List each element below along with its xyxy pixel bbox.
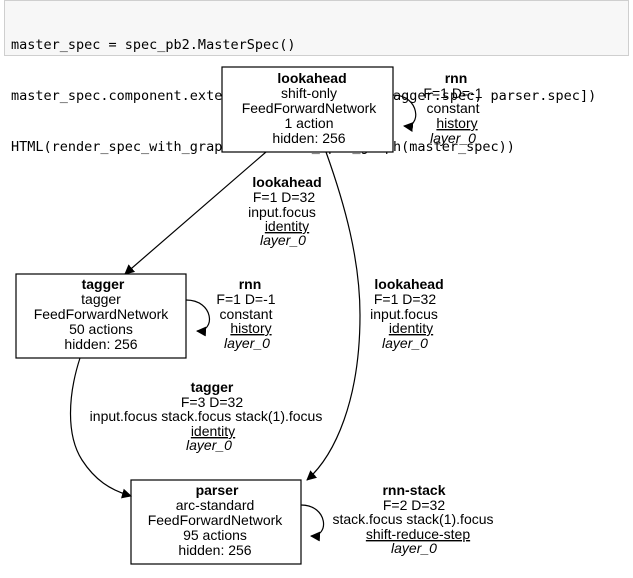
node-lookahead-line-1: shift-only bbox=[281, 85, 337, 101]
edge-label-fn: identity bbox=[265, 218, 309, 234]
edge-label-fn: identity bbox=[191, 423, 235, 439]
code-line-1: master_spec = spec_pb2.MasterSpec() bbox=[11, 37, 296, 53]
edge-label-tagger-rnn: rnn F=1 D=-1 constant history layer_0 bbox=[216, 276, 275, 351]
edge-label-dims: F=3 D=32 bbox=[181, 394, 243, 410]
edge-label-title: rnn-stack bbox=[382, 482, 445, 498]
node-tagger-title: tagger bbox=[82, 276, 125, 292]
edge-label-fn: history bbox=[230, 320, 271, 336]
node-lookahead: lookahead shift-only FeedForwardNetwork … bbox=[221, 66, 394, 153]
edge-label-dims: F=1 D=32 bbox=[374, 291, 436, 307]
edge-label-fn: shift-reduce-step bbox=[366, 526, 470, 542]
edge-label-title: lookahead bbox=[252, 174, 321, 190]
node-parser-line-4: hidden: 256 bbox=[178, 542, 251, 558]
edge-lookahead-to-parser bbox=[306, 151, 361, 481]
edge-parser-rnn-stack-loop bbox=[300, 504, 325, 542]
node-tagger: tagger tagger FeedForwardNetwork 50 acti… bbox=[15, 273, 187, 359]
edge-label-layer: layer_0 bbox=[391, 540, 437, 556]
edge-label-layer: layer_0 bbox=[260, 232, 306, 248]
edge-label-lookahead-to-parser: lookahead F=1 D=32 input.focus identity … bbox=[370, 276, 443, 351]
node-parser: parser arc-standard FeedForwardNetwork 9… bbox=[130, 479, 302, 565]
edge-label-parser-rnn-stack: rnn-stack F=2 D=32 stack.focus stack(1).… bbox=[332, 482, 493, 556]
edge-lookahead-to-tagger bbox=[124, 151, 267, 275]
node-tagger-line-3: 50 actions bbox=[69, 321, 133, 337]
edge-label-features: input.focus bbox=[248, 204, 316, 220]
edge-label-layer: layer_0 bbox=[186, 437, 232, 453]
edge-label-features: input.focus bbox=[370, 306, 438, 322]
edge-label-features: constant bbox=[427, 100, 480, 116]
edge-label-tagger-to-parser: tagger F=3 D=32 input.focus stack.focus … bbox=[90, 379, 323, 453]
node-lookahead-line-2: FeedForwardNetwork bbox=[242, 100, 378, 116]
edge-label-layer: layer_0 bbox=[382, 335, 428, 351]
edge-label-features: stack.focus stack(1).focus bbox=[332, 511, 493, 527]
node-tagger-line-1: tagger bbox=[81, 291, 121, 307]
edge-label-title: rnn bbox=[239, 276, 262, 292]
edge-label-dims: F=2 D=32 bbox=[383, 497, 445, 513]
node-tagger-box bbox=[15, 273, 187, 359]
edge-label-features: constant bbox=[220, 306, 273, 322]
edge-label-title: lookahead bbox=[374, 276, 443, 292]
edge-label-lookahead-to-tagger: lookahead F=1 D=32 input.focus identity … bbox=[248, 174, 321, 248]
node-parser-line-2: FeedForwardNetwork bbox=[148, 512, 284, 528]
node-parser-line-1: arc-standard bbox=[176, 497, 255, 513]
edge-label-dims: F=1 D=32 bbox=[253, 189, 315, 205]
node-lookahead-box bbox=[221, 66, 394, 153]
edge-label-dims: F=1 D=-1 bbox=[216, 291, 275, 307]
node-lookahead-line-3: 1 action bbox=[284, 115, 333, 131]
edge-label-layer: layer_0 bbox=[430, 130, 476, 146]
edge-tagger-rnn-loop bbox=[185, 299, 211, 337]
node-parser-line-3: 95 actions bbox=[183, 527, 247, 543]
edge-label-lookahead-rnn: rnn F=1 D=-1 constant history layer_0 bbox=[423, 70, 482, 146]
node-lookahead-title: lookahead bbox=[277, 70, 346, 86]
edge-label-dims: F=1 D=-1 bbox=[423, 85, 482, 101]
node-tagger-line-2: FeedForwardNetwork bbox=[34, 306, 170, 322]
edge-label-features: input.focus stack.focus stack(1).focus bbox=[90, 408, 323, 424]
edge-label-title: rnn bbox=[445, 70, 468, 86]
edge-label-title: tagger bbox=[191, 379, 234, 395]
node-parser-title: parser bbox=[196, 482, 239, 498]
node-lookahead-line-4: hidden: 256 bbox=[272, 130, 345, 146]
edge-tagger-to-parser bbox=[69, 357, 132, 499]
edge-lookahead-rnn-loop bbox=[392, 94, 417, 132]
edge-label-fn: identity bbox=[389, 320, 433, 336]
edge-label-fn: history bbox=[436, 115, 477, 131]
node-parser-box bbox=[130, 479, 302, 565]
edge-label-layer: layer_0 bbox=[224, 335, 270, 351]
node-tagger-line-4: hidden: 256 bbox=[64, 336, 137, 352]
